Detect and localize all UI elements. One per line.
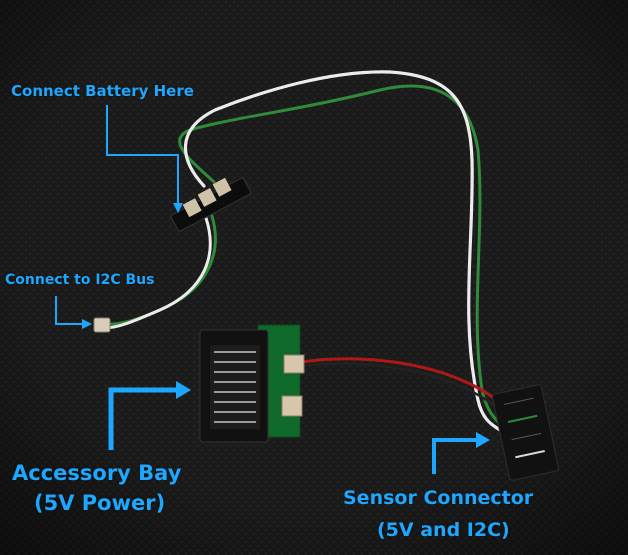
callout-arrows <box>55 105 490 474</box>
accessory-bay-label-line2: (5V Power) <box>34 491 166 515</box>
i2c-connector <box>93 317 111 333</box>
sensor-connector <box>491 384 560 481</box>
battery-label: Connect Battery Here <box>11 82 194 100</box>
sensor-connector-label-line1: Sensor Connector <box>343 487 534 509</box>
battery-connector <box>170 177 252 232</box>
accessory-bay-label: Accessory Bay (5V Power) <box>12 458 181 518</box>
sensor-connector-label: Sensor Connector (5V and I2C) <box>343 482 533 546</box>
i2c-label: Connect to I2C Bus <box>5 272 155 288</box>
accessory-bay <box>199 324 305 443</box>
sensor-connector-label-line2: (5V and I2C) <box>377 519 510 541</box>
accessory-bay-label-line1: Accessory Bay <box>12 461 182 485</box>
wires <box>102 70 507 432</box>
